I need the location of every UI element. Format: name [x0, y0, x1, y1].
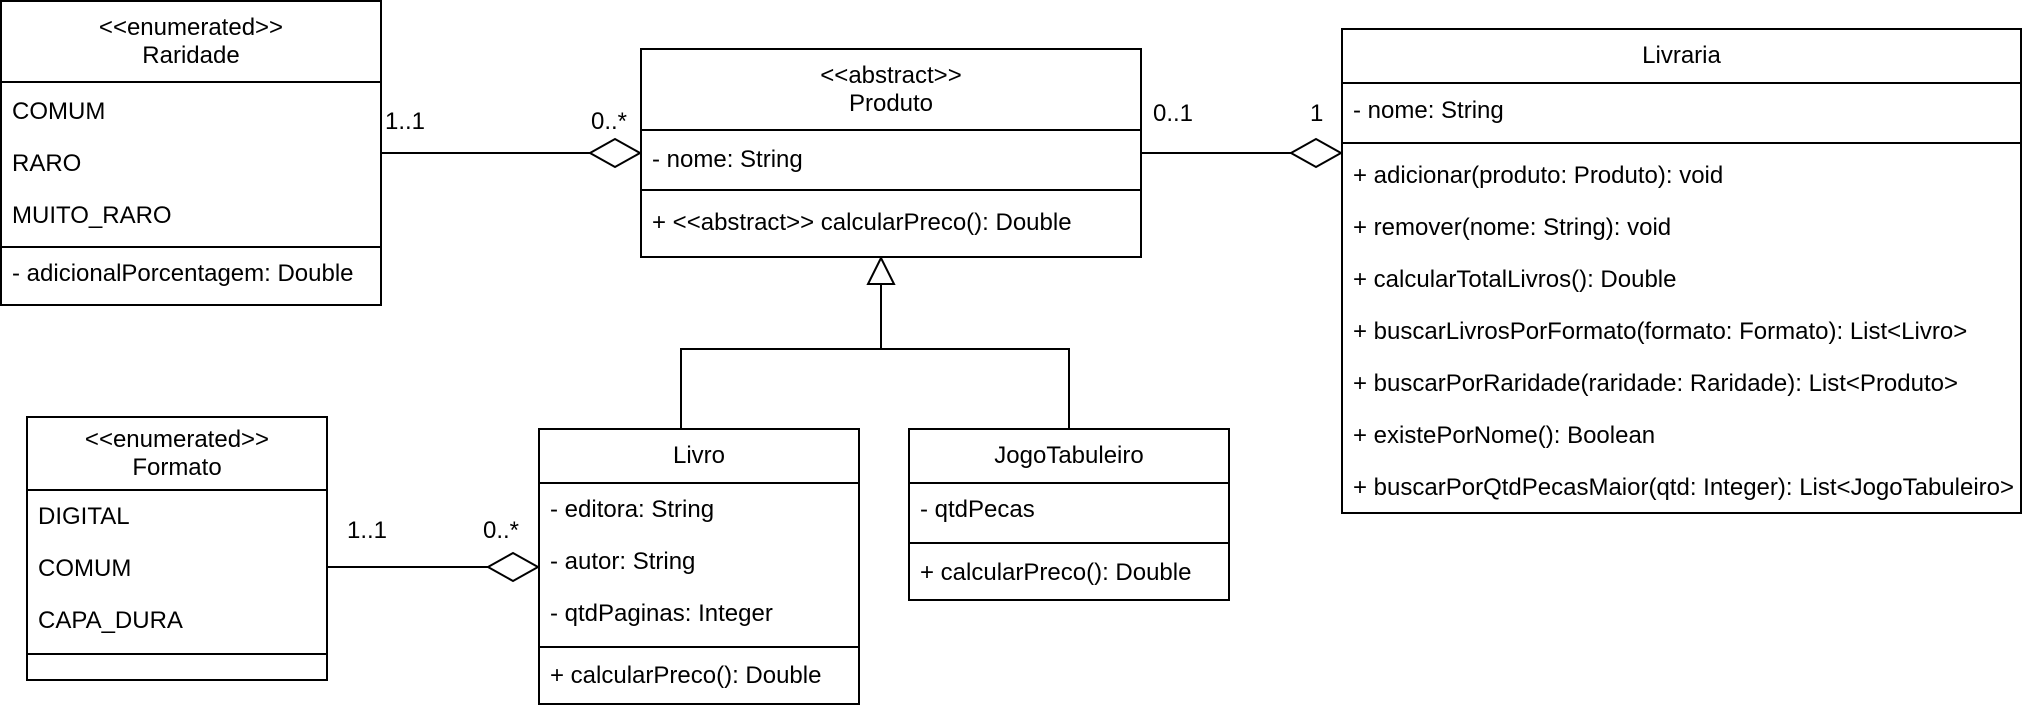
- empty-section: [28, 655, 326, 679]
- methods-section: + adicionar(produto: Produto): void + re…: [1343, 144, 2020, 514]
- enum-value: CAPA_DURA: [38, 607, 183, 634]
- attribute: - nome: String: [1353, 97, 1504, 124]
- aggregation-diamond-produto: [587, 137, 643, 169]
- method: + calcularTotalLivros(): Double: [1353, 266, 1677, 293]
- method: + <<abstract>> calcularPreco(): Double: [652, 209, 1072, 236]
- multiplicity-produto-target: 0..*: [591, 108, 628, 135]
- multiplicity-raridade-source: 1..1: [385, 108, 426, 135]
- multiplicity-produto-source: 0..1: [1153, 100, 1194, 127]
- class-header: Livraria: [1343, 30, 2020, 84]
- enum-value: RARO: [12, 150, 82, 177]
- multiplicity-livro-target: 0..*: [483, 517, 520, 544]
- class-header: <<enumerated>> Raridade: [2, 2, 380, 83]
- class-produto: <<abstract>> Produto - nome: String + <<…: [640, 48, 1142, 258]
- class-header: <<enumerated>> Formato: [28, 418, 326, 491]
- class-jogo-tabuleiro: JogoTabuleiro - qtdPecas + calcularPreco…: [908, 428, 1230, 601]
- class-header: JogoTabuleiro: [910, 430, 1228, 484]
- class-header: <<abstract>> Produto: [642, 50, 1140, 131]
- enum-values-section: COMUM RARO MUITO_RARO: [2, 83, 380, 248]
- enum-value: DIGITAL: [38, 503, 130, 530]
- class-livraria: Livraria - nome: String + adicionar(prod…: [1341, 28, 2022, 514]
- attributes-section: - nome: String: [642, 131, 1140, 191]
- aggregation-diamond-livraria: [1288, 137, 1344, 169]
- enum-value: COMUM: [12, 98, 106, 125]
- class-name: Livro: [672, 442, 726, 469]
- inheritance-arrowhead: [866, 255, 896, 285]
- enum-value: COMUM: [38, 555, 132, 582]
- methods-section: + calcularPreco(): Double: [910, 544, 1228, 599]
- attribute: - qtdPecas: [920, 496, 1035, 523]
- method: + existePorNome(): Boolean: [1353, 422, 1656, 449]
- stereotype-label: <<enumerated>>: [98, 13, 284, 41]
- class-name: Produto: [848, 89, 934, 117]
- class-raridade: <<enumerated>> Raridade COMUM RARO MUITO…: [0, 0, 382, 306]
- attribute: - autor: String: [550, 548, 696, 575]
- stereotype-label: <<enumerated>>: [84, 425, 270, 453]
- attributes-section: - adicionalPorcentagem: Double: [2, 248, 380, 304]
- multiplicity-formato-source: 1..1: [347, 517, 388, 544]
- class-name: Raridade: [142, 41, 240, 69]
- method: + adicionar(produto: Produto): void: [1353, 162, 1724, 189]
- class-header: Livro: [540, 430, 858, 484]
- attributes-section: - editora: String - autor: String - qtdP…: [540, 484, 858, 648]
- class-formato: <<enumerated>> Formato DIGITAL COMUM CAP…: [26, 416, 328, 681]
- methods-section: + <<abstract>> calcularPreco(): Double: [642, 191, 1140, 256]
- class-name: Livraria: [1642, 42, 1721, 69]
- enum-value: MUITO_RARO: [12, 202, 172, 229]
- class-name: Formato: [132, 453, 222, 481]
- aggregation-diamond-livro: [485, 551, 541, 583]
- inheritance-line-livro: [680, 348, 1070, 430]
- enum-values-section: DIGITAL COMUM CAPA_DURA: [28, 491, 326, 655]
- methods-section: + calcularPreco(): Double: [540, 648, 858, 703]
- attribute: - adicionalPorcentagem: Double: [12, 260, 354, 287]
- method: + buscarPorRaridade(raridade: Raridade):…: [1353, 370, 1959, 397]
- attributes-section: - qtdPecas: [910, 484, 1228, 544]
- attribute: - qtdPaginas: Integer: [550, 600, 773, 627]
- method: + calcularPreco(): Double: [550, 662, 822, 689]
- method: + calcularPreco(): Double: [920, 559, 1192, 586]
- method: + buscarPorQtdPecasMaior(qtd: Integer): …: [1353, 474, 2015, 501]
- method: + remover(nome: String): void: [1353, 214, 1672, 241]
- multiplicity-livraria-target: 1: [1310, 100, 1324, 127]
- class-livro: Livro - editora: String - autor: String …: [538, 428, 860, 705]
- method: + buscarLivrosPorFormato(formato: Format…: [1353, 318, 1968, 345]
- attributes-section: - nome: String: [1343, 84, 2020, 144]
- stereotype-label: <<abstract>>: [820, 61, 962, 89]
- attribute: - nome: String: [652, 146, 803, 173]
- attribute: - editora: String: [550, 496, 715, 523]
- class-name: JogoTabuleiro: [994, 442, 1144, 469]
